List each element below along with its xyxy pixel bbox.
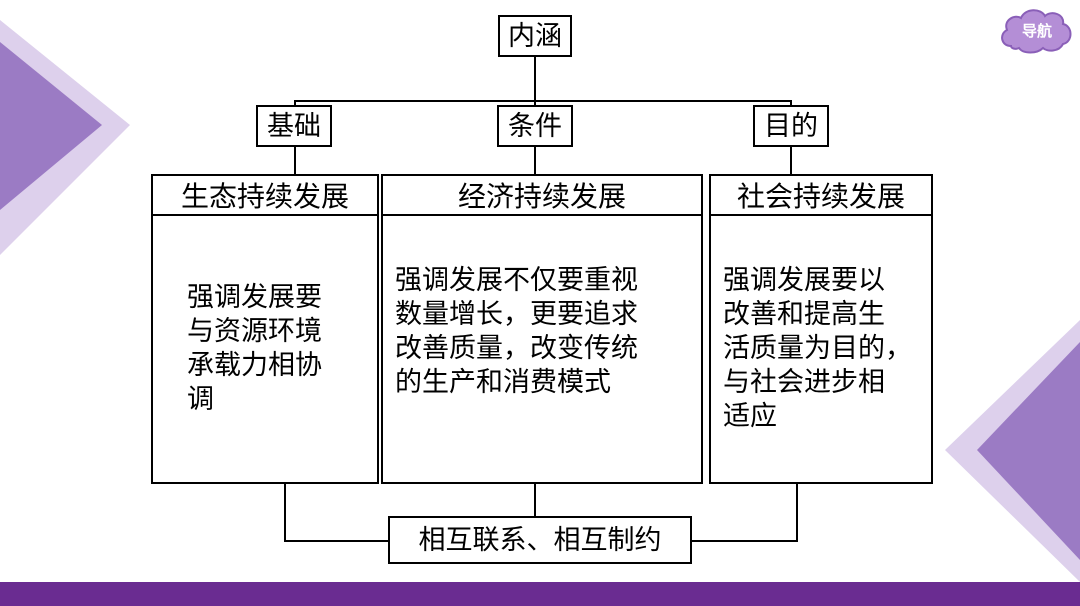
column-body: 强调发展不仅要重视 数量增长，更要追求 改善质量，改变传统 的生产和消费模式: [383, 216, 701, 482]
level2-label: 条件: [508, 110, 562, 142]
connector-line: [796, 482, 798, 542]
connector-line: [534, 145, 536, 175]
column-text-line: 强调发展要: [187, 282, 322, 313]
column-text-line: 承载力相协: [187, 350, 322, 381]
root-label: 内涵: [508, 20, 562, 52]
column-body: 强调发展要以 改善和提高生 活质量为目的， 与社会进步相 适应: [711, 216, 931, 482]
connector-line: [790, 145, 792, 175]
column-title: 经济持续发展: [383, 176, 701, 216]
level2-box-condition: 条件: [497, 105, 573, 147]
connector-line: [294, 100, 296, 108]
connector-line: [284, 482, 286, 542]
column-text-line: 适应: [723, 401, 777, 432]
connector-line: [284, 540, 390, 542]
bottom-label: 相互联系、相互制约: [418, 524, 662, 556]
connector-line: [294, 145, 296, 175]
column-text-line: 与社会进步相: [723, 367, 885, 398]
connector-line: [534, 482, 536, 518]
column-text-line: 改善和提高生: [723, 299, 885, 330]
root-box: 内涵: [498, 15, 572, 57]
left-triangle-decoration: [0, 20, 130, 255]
level2-label: 目的: [764, 110, 818, 142]
nav-label: 导航: [1021, 21, 1052, 40]
level2-label: 基础: [267, 110, 321, 142]
column-text-line: 强调发展不仅要重视: [395, 265, 638, 296]
column-text-line: 活质量为目的，: [723, 333, 912, 364]
column-text-line: 改善质量，改变传统: [395, 333, 638, 364]
column-text-line: 与资源环境: [187, 316, 322, 347]
column-ecological: 生态持续发展 强调发展要 与资源环境 承载力相协 调: [151, 174, 379, 484]
connector-line: [534, 55, 536, 101]
nav-button[interactable]: 导航: [997, 4, 1077, 56]
connector-line: [690, 540, 798, 542]
column-body: 强调发展要 与资源环境 承载力相协 调: [153, 216, 377, 482]
column-social: 社会持续发展 强调发展要以 改善和提高生 活质量为目的， 与社会进步相 适应: [709, 174, 933, 484]
right-triangle-decoration: [945, 320, 1080, 582]
column-title: 生态持续发展: [153, 176, 377, 216]
connector-line: [294, 100, 792, 102]
column-text-line: 的生产和消费模式: [395, 367, 611, 398]
column-economic: 经济持续发展 强调发展不仅要重视 数量增长，更要追求 改善质量，改变传统 的生产…: [381, 174, 703, 484]
level2-box-goal: 目的: [753, 105, 829, 147]
connector-line: [790, 100, 792, 108]
level2-box-foundation: 基础: [256, 105, 332, 147]
bottom-box: 相互联系、相互制约: [388, 516, 692, 564]
column-text-line: 强调发展要以: [723, 265, 885, 296]
cloud-icon: [1001, 9, 1072, 54]
bottom-bar: [0, 582, 1080, 606]
column-text-line: 数量增长，更要追求: [395, 299, 638, 330]
column-title: 社会持续发展: [711, 176, 931, 216]
connector-line: [534, 100, 536, 108]
column-text-line: 调: [187, 384, 214, 415]
